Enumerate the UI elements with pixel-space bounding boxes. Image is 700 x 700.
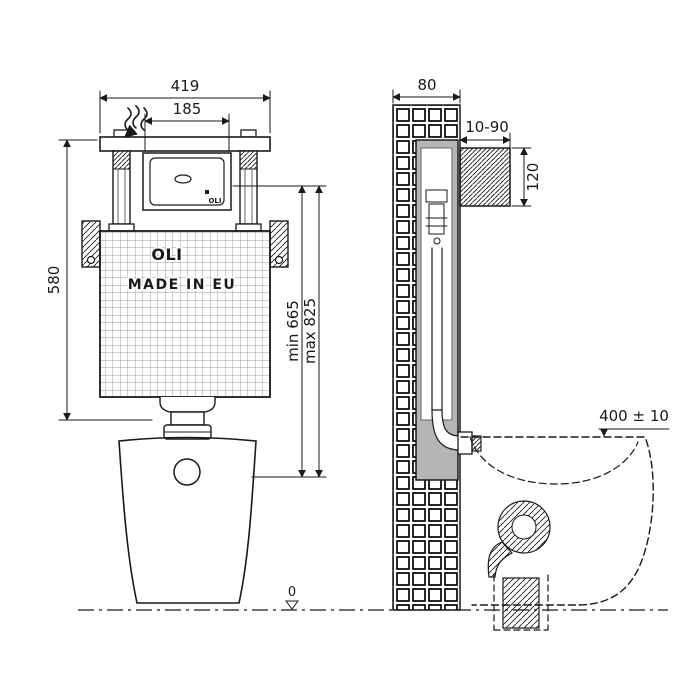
- tank-brand-label: OLI: [151, 245, 182, 264]
- toilet-bowl-front: [118, 436, 257, 604]
- cistern-tank: OLI MADE IN EU: [99, 230, 271, 398]
- cistern-inner-channel: [420, 147, 453, 421]
- dim-plate-height-label: 120: [524, 163, 542, 192]
- side-view: 80 10-90 120: [392, 76, 670, 631]
- front-view: OLI MADE IN EU OLI: [45, 77, 327, 604]
- outlet-bell: [159, 396, 216, 413]
- bowl-side-inner-rim: [469, 436, 639, 485]
- flush-panel: OLI: [142, 152, 232, 211]
- dim-depth-label: 80: [417, 76, 436, 94]
- tank-made-in-label: MADE IN EU: [128, 277, 237, 293]
- dimension-depth-80: 80: [392, 76, 461, 104]
- frame-rail-left-hatch: [112, 150, 131, 170]
- dim-max-height-label: max 825: [301, 298, 319, 364]
- dimension-height-580: 580: [45, 139, 153, 421]
- floor-datum-label: 0: [288, 585, 296, 600]
- outlet-coupling: [457, 431, 473, 455]
- cistern-frame: [81, 129, 289, 268]
- toilet-bowl-side: [460, 436, 654, 606]
- steam-wave: [132, 105, 140, 129]
- dimension-plate-height: 120: [511, 147, 542, 207]
- dimension-panel-185: 185: [144, 100, 230, 152]
- trapway-section: [487, 500, 551, 578]
- steam-wave: [124, 107, 132, 131]
- dim-rim-height-label: 400 ± 10: [599, 407, 669, 425]
- floor-datum: 0: [285, 585, 299, 610]
- frame-rail-right-hatch: [239, 150, 258, 170]
- bracket-bolt-left: [86, 255, 96, 265]
- dimension-install-height: min 665 max 825: [232, 185, 327, 478]
- steam-wave: [140, 107, 148, 131]
- outlet-tube: [170, 411, 205, 426]
- frame-tab-right: [240, 129, 257, 138]
- dim-plate-offset-label: 10-90: [465, 118, 509, 136]
- panel-dot: [205, 190, 209, 194]
- valve-part: [425, 189, 448, 203]
- dim-width-label: 419: [171, 77, 200, 95]
- tank-body: [99, 230, 271, 398]
- bowl-drain-hole: [173, 458, 201, 486]
- frame-rail-right-foot: [235, 223, 262, 232]
- bowl-outline: [118, 436, 257, 604]
- steam-arrow: [124, 124, 138, 138]
- flush-plate-section: [459, 147, 511, 207]
- outlet-cap: [471, 435, 482, 452]
- panel-brand-label: OLI: [208, 197, 221, 205]
- flush-valve-mechanism: [425, 189, 448, 245]
- flush-outlet: [159, 396, 216, 440]
- frame-rail-left-foot: [108, 223, 135, 232]
- bowl-side-outline: [460, 436, 654, 606]
- panel-slot: [174, 174, 192, 184]
- dimension-rim-height: 400 ± 10: [598, 407, 670, 437]
- dim-height-label: 580: [45, 266, 63, 295]
- steam-icon: [124, 105, 148, 138]
- bracket-bolt-right: [274, 255, 284, 265]
- dimension-width-419: 419: [99, 77, 271, 134]
- valve-float: [433, 237, 441, 245]
- trap-connector: [487, 541, 513, 578]
- trap-bore: [511, 514, 537, 540]
- frame-top-bar: [99, 136, 271, 152]
- valve-part: [428, 203, 445, 235]
- drain-pipe: [502, 577, 540, 629]
- dim-min-height-label: min 665: [284, 300, 302, 362]
- cistern-section: [415, 139, 482, 481]
- floor-drain: [493, 574, 549, 631]
- floor-reference: 0: [78, 585, 668, 611]
- dim-panel-width-label: 185: [173, 100, 202, 118]
- datum-triangle: [285, 600, 299, 610]
- dimension-plate-offset: 10-90: [459, 118, 511, 149]
